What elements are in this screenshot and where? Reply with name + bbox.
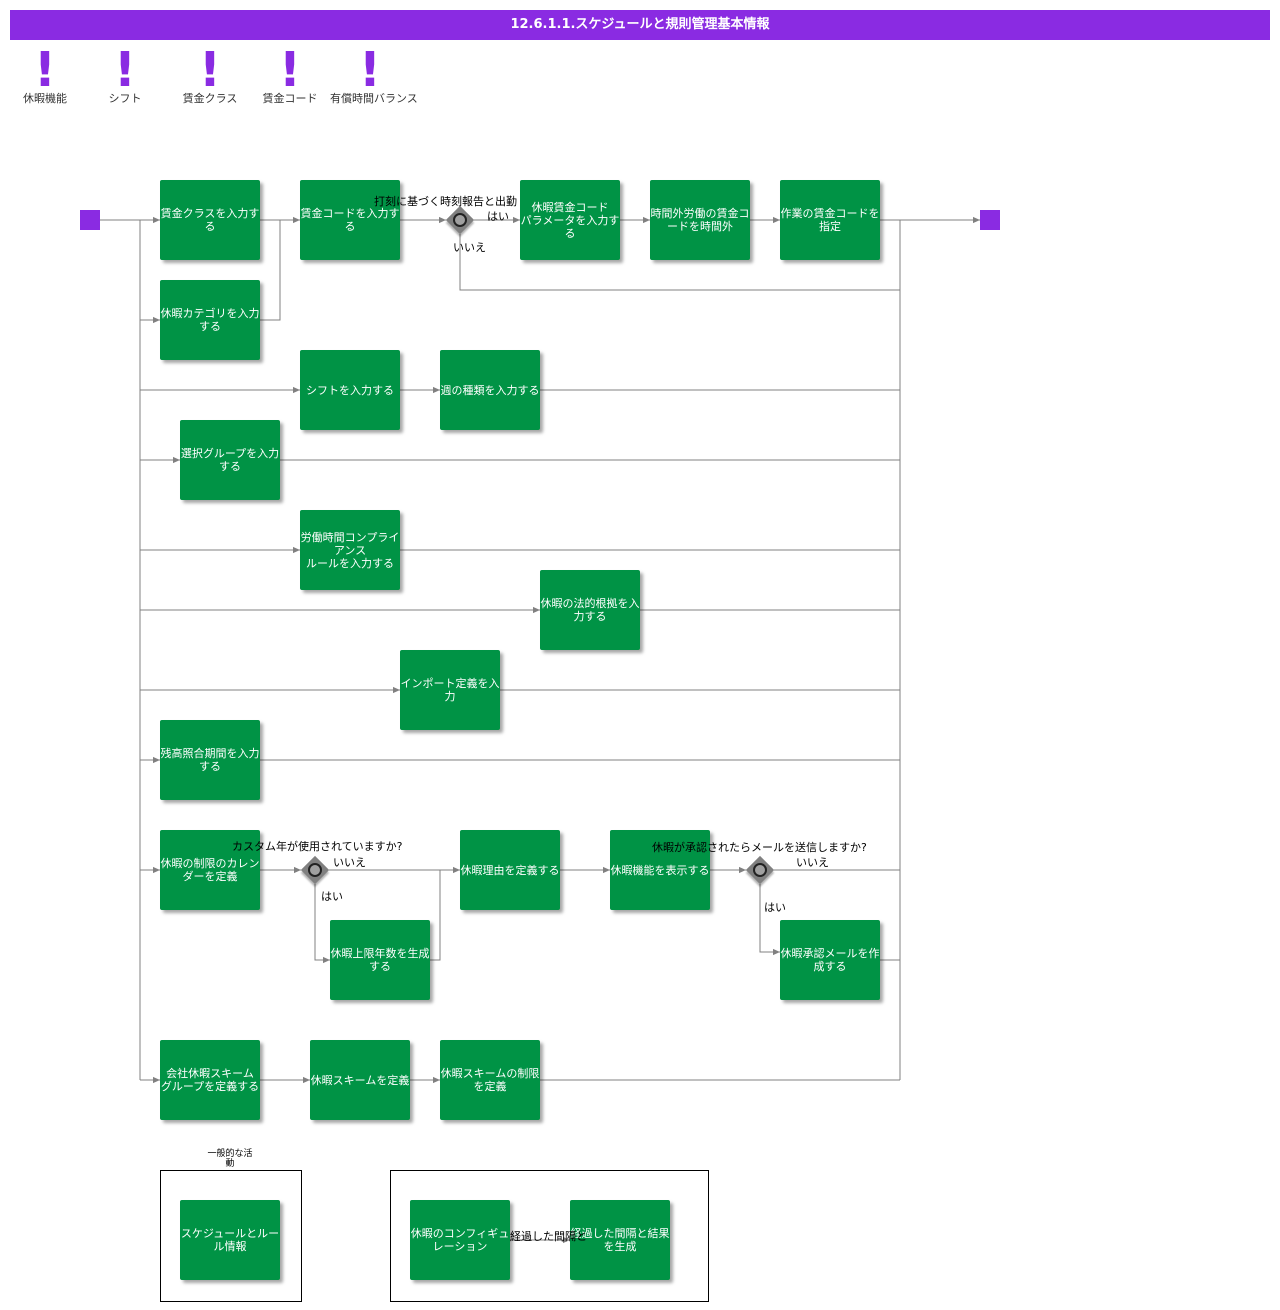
task-define-leave-reason[interactable]: 休暇理由を定義する: [460, 830, 560, 910]
diagram-title: 12.6.1.1.スケジュールと規則管理基本情報: [10, 10, 1270, 40]
group-leave-configuration: [390, 1170, 709, 1302]
gateway-no-label: いいえ: [796, 856, 829, 869]
start-event: [80, 210, 100, 230]
gateway-yes-label: はい: [764, 901, 786, 914]
legend-label: 有償時間バランス: [330, 92, 418, 105]
legend-label: 賃金コード: [262, 92, 318, 105]
task-leave-configuration[interactable]: 休暇のコンフィギュレーション: [410, 1200, 510, 1280]
legend-label: 賃金クラス: [182, 92, 238, 105]
task-generate-max-years[interactable]: 休暇上限年数を生成する: [330, 920, 430, 1000]
task-show-leave-function[interactable]: 休暇機能を表示する: [610, 830, 710, 910]
task-enter-compliance-rules[interactable]: 労働時間コンプライアンス ルールを入力する: [300, 510, 400, 590]
task-enter-leave-wage-code-params[interactable]: 休暇賃金コード パラメータを入力する: [520, 180, 620, 260]
task-generate-intervals[interactable]: 経過した間隔と結果を生成: [570, 1200, 670, 1280]
task-label: スケジュールとルール情報: [180, 1227, 280, 1253]
legend-label: シフト: [108, 92, 142, 105]
gateway-yes-label: はい: [321, 890, 343, 903]
group-label: 一般的な活 動: [207, 1149, 253, 1169]
task-label: 休暇のコンフィギュレーション: [410, 1227, 510, 1253]
task-specify-work-wage-code[interactable]: 作業の賃金コードを指定: [780, 180, 880, 260]
task-label: インポート定義を入力: [400, 677, 500, 703]
task-label: 休暇スキームの制限を定義: [440, 1067, 540, 1093]
task-label: 賃金コードを入力する: [300, 207, 400, 233]
task-label: 休暇上限年数を生成する: [330, 947, 430, 973]
task-label: 作業の賃金コードを指定: [780, 207, 880, 233]
task-create-approval-email[interactable]: 休暇承認メールを作成する: [780, 920, 880, 1000]
task-enter-reconciliation-period[interactable]: 残高照合期間を入力する: [160, 720, 260, 800]
gateway-yes-label: はい: [487, 210, 509, 223]
task-enter-wage-code[interactable]: 賃金コードを入力する: [300, 180, 400, 260]
gateway-no-label: いいえ: [453, 241, 486, 254]
task-enter-legal-basis[interactable]: 休暇の法的根拠を入力する: [540, 570, 640, 650]
exclamation-icon: !: [34, 42, 56, 98]
task-label: 賃金クラスを入力する: [160, 207, 260, 233]
task-define-scheme-limits[interactable]: 休暇スキームの制限を定義: [440, 1040, 540, 1120]
exclamation-icon: !: [114, 42, 136, 98]
task-enter-import-definition[interactable]: インポート定義を入力: [400, 650, 500, 730]
gateway-question: 休暇が承認されたらメールを送信しますか?: [652, 841, 867, 854]
task-enter-week-type[interactable]: 週の種類を入力する: [440, 350, 540, 430]
gateway-ring-icon: [453, 213, 467, 227]
task-label: 休暇承認メールを作成する: [780, 947, 880, 973]
legend-item-paid-time-balance: ! 有償時間バランス: [330, 42, 418, 106]
task-label: 休暇スキームを定義: [310, 1073, 410, 1087]
task-label: 休暇理由を定義する: [460, 863, 560, 877]
end-event: [980, 210, 1000, 230]
task-define-scheme-group[interactable]: 会社休暇スキーム グループを定義する: [160, 1040, 260, 1120]
task-define-calendar[interactable]: 休暇の制限のカレンダーを定義: [160, 830, 260, 910]
gateway-question: 打刻に基づく時刻報告と出勤: [374, 195, 517, 208]
exclamation-icon: !: [199, 42, 221, 98]
legend-label: 休暇機能: [23, 92, 67, 105]
task-label: 経過した間隔と結果を生成: [570, 1227, 670, 1253]
legend-item-leave-function: ! 休暇機能: [5, 42, 85, 106]
exclamation-icon: !: [359, 42, 381, 98]
task-label: シフトを入力する: [306, 383, 394, 397]
legend-item-wage-code: ! 賃金コード: [250, 42, 330, 106]
task-schedule-rule-info[interactable]: スケジュールとルール情報: [180, 1200, 280, 1280]
exclamation-icon: !: [279, 42, 301, 98]
task-define-leave-scheme[interactable]: 休暇スキームを定義: [310, 1040, 410, 1120]
task-label: 休暇賃金コード パラメータを入力する: [520, 200, 620, 240]
gateway-question: カスタム年が使用されていますか?: [232, 840, 403, 853]
task-label: 休暇の制限のカレンダーを定義: [160, 857, 260, 883]
task-overtime-wage-code[interactable]: 時間外労働の賃金コードを時間外: [650, 180, 750, 260]
task-label: 労働時間コンプライアンス ルールを入力する: [300, 530, 400, 570]
gateway-ring-icon: [753, 863, 767, 877]
gateway-no-label: いいえ: [333, 856, 366, 869]
legend-item-shift: ! シフト: [85, 42, 165, 106]
gateway-ring-icon: [308, 863, 322, 877]
group-general-activities: [160, 1170, 302, 1302]
edge-label: 経過した間隔と: [510, 1230, 587, 1243]
task-label: 週の種類を入力する: [440, 383, 540, 397]
task-label: 会社休暇スキーム グループを定義する: [160, 1067, 260, 1093]
task-label: 時間外労働の賃金コードを時間外: [650, 207, 750, 233]
task-label: 休暇機能を表示する: [610, 863, 710, 877]
task-enter-leave-category[interactable]: 休暇カテゴリを入力する: [160, 280, 260, 360]
task-label: 休暇カテゴリを入力する: [160, 307, 260, 333]
task-enter-shift[interactable]: シフトを入力する: [300, 350, 400, 430]
task-label: 選択グループを入力する: [180, 447, 280, 473]
task-enter-selection-group[interactable]: 選択グループを入力する: [180, 420, 280, 500]
legend-item-wage-class: ! 賃金クラス: [170, 42, 250, 106]
task-label: 残高照合期間を入力する: [160, 747, 260, 773]
task-enter-wage-class[interactable]: 賃金クラスを入力する: [160, 180, 260, 260]
task-label: 休暇の法的根拠を入力する: [540, 597, 640, 623]
